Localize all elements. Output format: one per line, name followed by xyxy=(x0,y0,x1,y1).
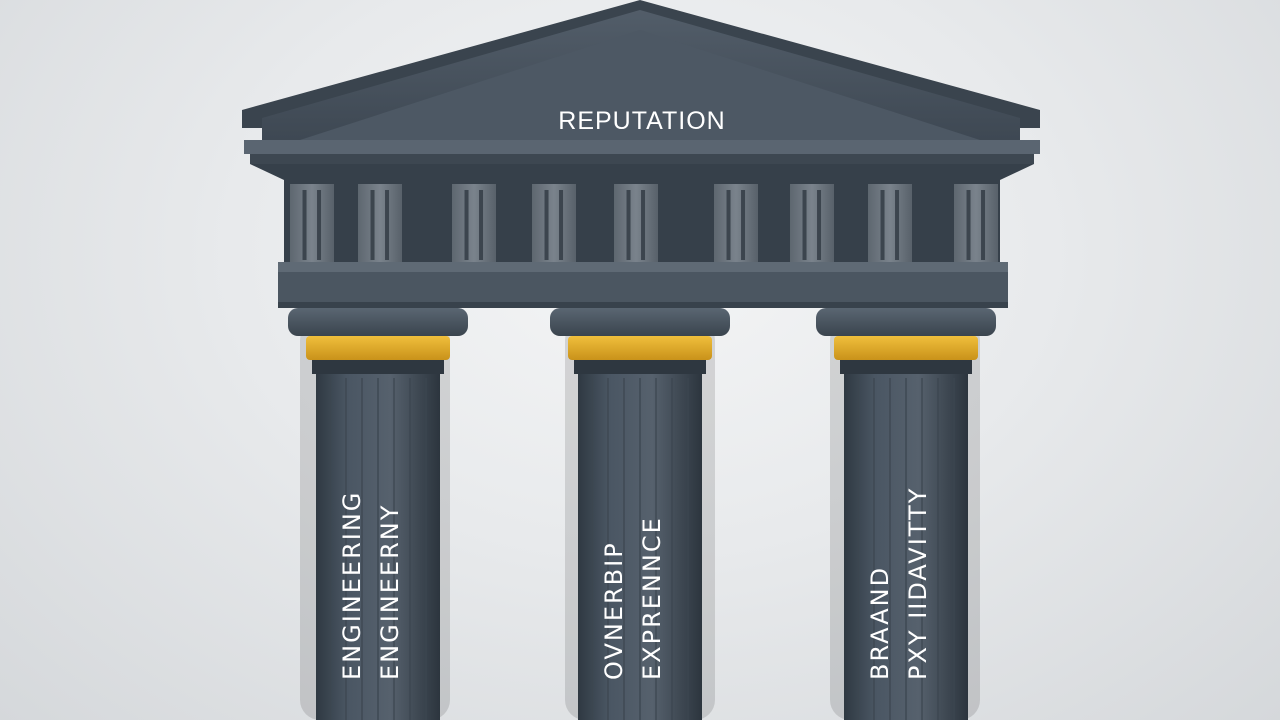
column-capital xyxy=(550,308,730,336)
triglyph xyxy=(950,184,1002,274)
triglyph xyxy=(864,184,916,274)
column-3-text-1: BRAAND xyxy=(866,566,894,680)
triglyph xyxy=(448,184,500,274)
cornice xyxy=(244,140,1040,154)
triglyph xyxy=(710,184,762,274)
column-3-text-2: PXY IIDAVITTY xyxy=(904,487,932,680)
column-1-text-1: ENGINEERING xyxy=(338,491,366,680)
frieze xyxy=(284,180,1002,274)
column-2: OVNERBIP EXPRENNCE xyxy=(550,308,730,720)
column-3: BRAAND PXY IIDAVITTY xyxy=(816,308,996,720)
triglyph xyxy=(354,184,406,274)
column-necking xyxy=(312,360,444,374)
column-capital xyxy=(816,308,996,336)
column-2-text-1: OVNERBIP xyxy=(600,541,628,680)
column-1-text-2: ENGINEERNY xyxy=(376,504,404,680)
architrave xyxy=(278,262,1008,308)
column-2-text-2: EXPRENNCE xyxy=(638,516,666,680)
column-gold-band xyxy=(834,336,978,360)
triglyph-row xyxy=(286,184,1002,274)
roof-inner xyxy=(300,30,980,140)
column-necking xyxy=(840,360,972,374)
pediment: REPUTATION xyxy=(242,0,1040,180)
column-capital xyxy=(288,308,468,336)
column-necking xyxy=(574,360,706,374)
triglyph xyxy=(786,184,838,274)
triglyph xyxy=(610,184,662,274)
cornice-shadow xyxy=(250,154,1034,164)
pediment-label: REPUTATION xyxy=(558,107,725,135)
triglyph xyxy=(286,184,338,274)
columns: ENGINEERING ENGINEERNY OVNERBIP EXPRENNCE BR… xyxy=(288,308,996,720)
column-gold-band xyxy=(568,336,712,360)
architrave-top xyxy=(278,262,1008,272)
column-1: ENGINEERING ENGINEERNY xyxy=(288,308,468,720)
triglyph xyxy=(528,184,580,274)
column-gold-band xyxy=(306,336,450,360)
architrave-bottom xyxy=(278,302,1008,308)
cornice-taper xyxy=(250,164,1034,180)
architrave-body xyxy=(278,272,1008,306)
